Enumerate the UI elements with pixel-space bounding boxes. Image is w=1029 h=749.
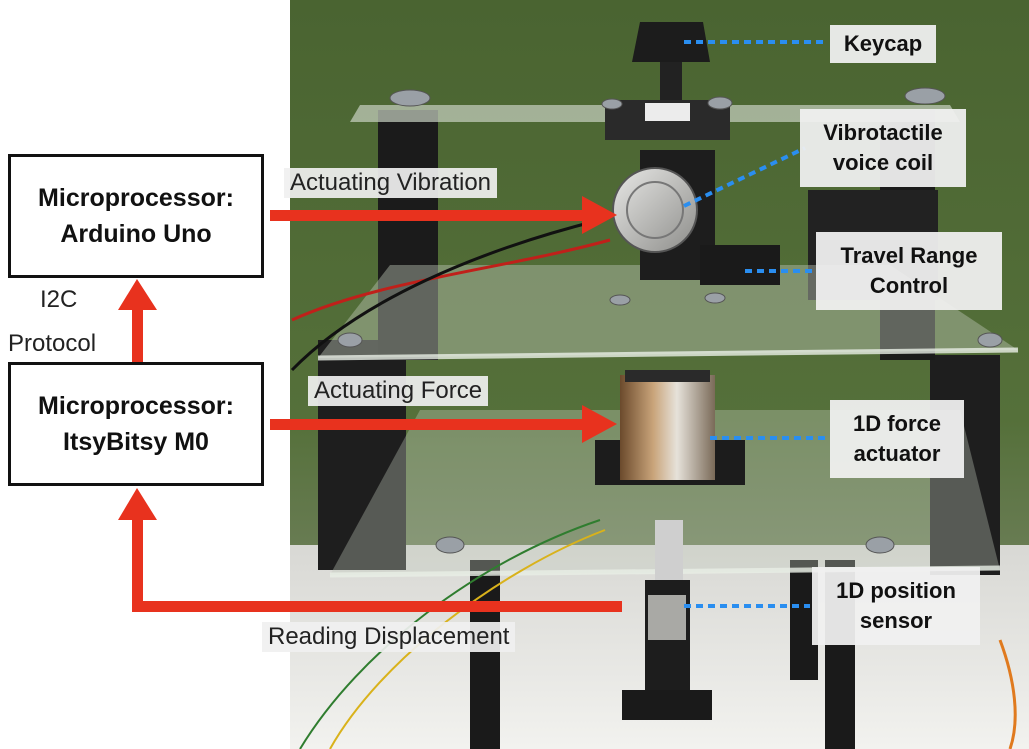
actuator-cap bbox=[625, 370, 710, 382]
protocol-label: Protocol bbox=[8, 330, 97, 357]
lower-left-leg bbox=[470, 560, 500, 749]
itsybitsy-box-line1: Microprocessor: bbox=[38, 392, 234, 420]
sensor-base bbox=[622, 690, 712, 720]
sensor-sleeve bbox=[648, 595, 686, 640]
orange-wire bbox=[998, 639, 1017, 749]
left-post-upper bbox=[378, 110, 438, 360]
key-switch-white bbox=[645, 103, 690, 121]
force-signal-label: Actuating Force bbox=[308, 376, 489, 406]
i2c-label: I2C bbox=[40, 286, 78, 313]
black-wire bbox=[290, 218, 601, 372]
keycap-shape bbox=[632, 22, 710, 62]
force-actuator-label: 1D force actuator bbox=[830, 400, 964, 478]
red-wire bbox=[291, 238, 611, 322]
middle-plate-edge bbox=[317, 347, 1019, 361]
itsybitsy-box-line2: ItsyBitsy M0 bbox=[63, 428, 209, 456]
voice-coil-disc bbox=[612, 167, 698, 253]
force-actuator-line1: 1D force bbox=[852, 411, 942, 436]
position-sensor-line2: sensor bbox=[859, 608, 933, 633]
travel-range-line1: Travel Range bbox=[840, 243, 978, 268]
voice-coil-line1: Vibrotactile bbox=[823, 120, 943, 145]
arduino-box-line1: Microprocessor: bbox=[38, 184, 234, 212]
travel-range-label: Travel Range Control bbox=[816, 232, 1002, 310]
color-wires bbox=[299, 519, 601, 749]
force-actuator-line2: actuator bbox=[853, 441, 941, 466]
voice-coil-line2: voice coil bbox=[832, 150, 934, 175]
keycap-label: Keycap bbox=[830, 25, 936, 63]
screw-heads bbox=[337, 87, 1003, 554]
key-stem bbox=[660, 62, 682, 107]
arduino-box-line2: Arduino Uno bbox=[60, 220, 212, 248]
voice-coil-ring bbox=[626, 181, 684, 239]
itsybitsy-m0-box: Microprocessor: ItsyBitsy M0 bbox=[8, 362, 264, 486]
sensor-shaft bbox=[655, 520, 683, 580]
arduino-uno-box: Microprocessor: Arduino Uno bbox=[8, 154, 264, 278]
displacement-signal-label: Reading Displacement bbox=[262, 622, 516, 652]
yellow-wire bbox=[329, 529, 606, 749]
travel-range-knob bbox=[700, 245, 780, 285]
position-sensor-line1: 1D position bbox=[836, 578, 956, 603]
keycap-label-text: Keycap bbox=[843, 31, 923, 56]
position-sensor-label: 1D position sensor bbox=[812, 567, 980, 645]
travel-range-line2: Control bbox=[869, 273, 949, 298]
force-actuator-body bbox=[620, 375, 715, 480]
vibration-signal-label: Actuating Vibration bbox=[284, 168, 498, 198]
voice-coil-label: Vibrotactile voice coil bbox=[800, 109, 966, 187]
